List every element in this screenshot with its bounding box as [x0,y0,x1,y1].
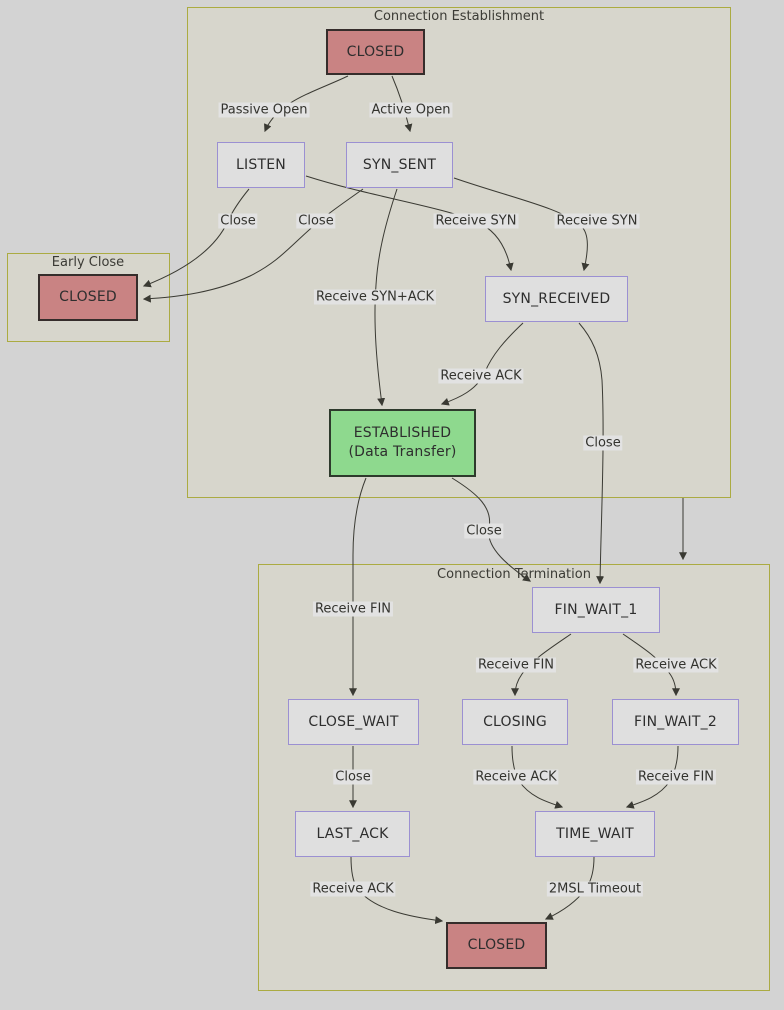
node-label: CLOSE_WAIT [308,713,399,730]
node-closed-top: CLOSED [326,29,425,75]
cluster-title-connection-establishment: Connection Establishment [373,9,545,24]
node-closed-early: CLOSED [38,274,138,321]
node-closing: CLOSING [462,699,568,745]
node-time-wait: TIME_WAIT [535,811,655,857]
node-label: FIN_WAIT_2 [634,713,717,730]
edge-label-fw1-receive-ack: Receive ACK [633,657,719,673]
edge-label-time-wait-2msl: 2MSL Timeout [546,881,644,897]
edge-label-receive-ack-established: Receive ACK [438,368,524,384]
edge-label-listen-receive-syn: Receive SYN [433,213,519,229]
edge-label-established-receive-fin: Receive FIN [312,601,394,617]
cluster-title-connection-termination: Connection Termination [437,567,591,582]
node-last-ack: LAST_ACK [295,811,410,857]
node-label: CLOSING [483,713,547,730]
node-close-wait: CLOSE_WAIT [288,699,419,745]
node-label: CLOSED [346,43,405,60]
cluster-title-early-close: Early Close [51,255,125,270]
edge-label-last-ack-receive-ack: Receive ACK [310,881,396,897]
node-label: SYN_SENT [362,156,437,173]
node-label: CLOSED [467,937,526,954]
edge-label-listen-close: Close [218,213,258,229]
node-label: LISTEN [236,156,286,173]
edge-label-passive-open: Passive Open [218,102,310,118]
edge-label-syn-sent-receive-syn: Receive SYN [554,213,640,229]
node-established: ESTABLISHED (Data Transfer) [329,409,476,477]
edge-label-receive-syn-ack: Receive SYN+ACK [313,289,437,305]
node-label: CLOSED [59,289,117,306]
node-label: FIN_WAIT_1 [554,601,638,618]
node-fin-wait-2: FIN_WAIT_2 [612,699,739,745]
node-fin-wait-1: FIN_WAIT_1 [532,587,660,633]
edge-label-syn-received-close: Close [583,435,623,451]
node-label: SYN_RECEIVED [502,290,611,307]
edge-label-fw1-receive-fin: Receive FIN [475,657,557,673]
node-label: ESTABLISHED [353,425,452,442]
edge-label-established-close: Close [464,523,504,539]
edge-label-closing-receive-ack: Receive ACK [473,769,559,785]
edge-label-syn-sent-close: Close [296,213,336,229]
node-syn-sent: SYN_SENT [346,142,453,188]
node-listen: LISTEN [217,142,305,188]
node-label: TIME_WAIT [556,825,634,842]
node-label: LAST_ACK [316,825,389,842]
node-syn-received: SYN_RECEIVED [485,276,628,322]
edge-label-fw2-receive-fin: Receive FIN [635,769,717,785]
node-closed-bottom: CLOSED [446,922,547,969]
edge-label-active-open: Active Open [369,102,453,118]
edge-label-close-wait-close: Close [333,769,373,785]
node-sublabel: (Data Transfer) [348,444,457,460]
